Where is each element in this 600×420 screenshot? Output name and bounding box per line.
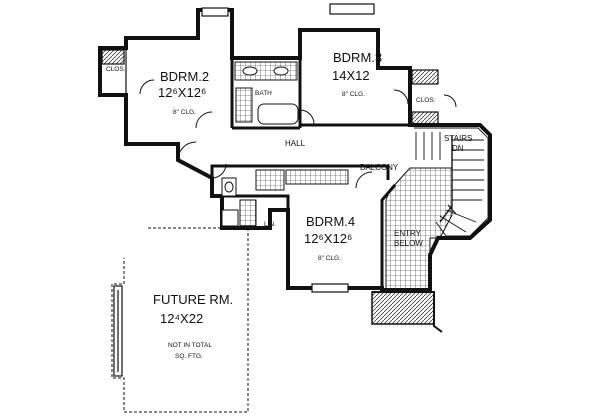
- bdrm4-size: 12⁶X12⁶: [304, 231, 352, 246]
- window-caps: [101, 3, 439, 293]
- entry-below-area: [371, 167, 453, 333]
- bdrm3-ceiling: 8" CLG.: [342, 91, 365, 98]
- closet-label-right: CLOS.: [416, 97, 436, 104]
- future-room-size: 12⁴X22: [160, 311, 203, 326]
- below-label: BELOW: [394, 239, 423, 248]
- future-room-outline: [111, 227, 272, 413]
- future-room-note-line2: SQ. FTG.: [175, 353, 203, 360]
- hall-label: HALL: [285, 139, 306, 148]
- stairs: [414, 127, 489, 237]
- entry-label: ENTRY: [394, 229, 422, 238]
- bdrm2-size: 12⁶X12⁶: [158, 85, 206, 100]
- closets: [125, 48, 411, 125]
- bath-label: BATH: [255, 90, 272, 97]
- balcony-label: BALCONY: [360, 163, 399, 172]
- exterior-walls: [98, 8, 492, 292]
- future-room-window: [113, 285, 123, 377]
- bath-fixtures: [221, 61, 349, 227]
- stairs-dn-label: DN: [452, 144, 464, 153]
- bdrm3-name: BDRM.3: [333, 50, 382, 65]
- linen-label: LIN.: [264, 221, 276, 228]
- bdrm4-ceiling: 8" CLG.: [318, 255, 341, 262]
- future-room-name: FUTURE RM.: [153, 292, 233, 307]
- closet-label-left: CLOS.: [106, 66, 126, 73]
- bdrm2-ceiling: 8" CLG.: [173, 109, 196, 116]
- stairs-label: STAIRS: [444, 134, 472, 143]
- bdrm4-name: BDRM.4: [306, 214, 355, 229]
- future-room-note-line1: NOT IN TOTAL: [168, 342, 212, 349]
- door-swings: [139, 79, 457, 189]
- bdrm3-size: 14X12: [332, 68, 370, 83]
- bdrm2-name: BDRM.2: [160, 69, 209, 84]
